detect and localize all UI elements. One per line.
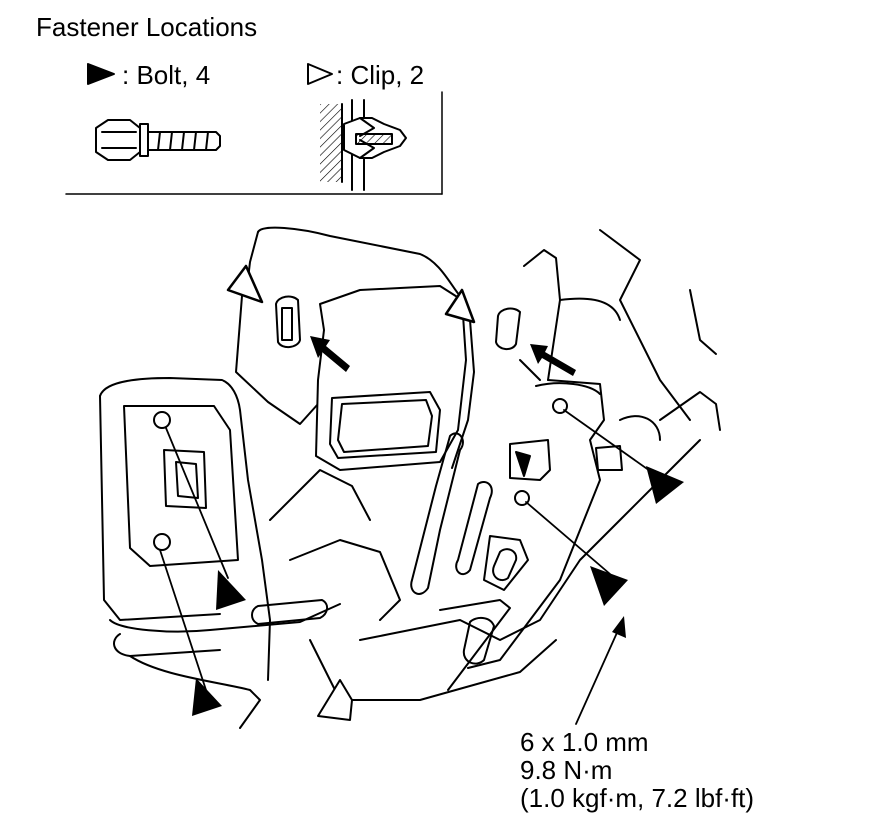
arrow-icon	[310, 336, 350, 372]
bolt-marker-icon	[590, 566, 628, 606]
clip-marker-icon	[226, 264, 264, 304]
arrow-icon	[530, 344, 576, 376]
bolt-hole	[153, 411, 171, 429]
clip-legend-label: : Clip, 2	[336, 60, 425, 90]
bolt-hole	[153, 533, 171, 551]
clip-arrows	[310, 336, 576, 376]
clip-markers	[226, 264, 476, 324]
torque-imperial-label: (1.0 kgf·m, 7.2 lbf·ft)	[520, 783, 755, 813]
torque-spec: 6 x 1.0 mm 9.8 N·m (1.0 kgf·m, 7.2 lbf·f…	[520, 728, 754, 812]
bolt-marker-icon	[192, 678, 222, 716]
bolt-marker-icon	[216, 570, 246, 610]
clip-marker-icon	[444, 288, 476, 324]
torque-nm-label: 9.8 N·m	[520, 755, 613, 785]
bolt-leader-lines	[159, 409, 661, 691]
filled-triangle-icon	[87, 63, 115, 85]
bolt-markers	[192, 466, 684, 716]
bolt-illustration	[95, 119, 221, 161]
torque-arrow	[575, 616, 626, 725]
bracket-assembly	[99, 226, 721, 729]
bolt-legend-label: : Bolt, 4	[122, 60, 211, 90]
outline-triangle-icon	[307, 63, 333, 85]
diagram-title: Fastener Locations	[36, 12, 258, 42]
bolt-size-label: 6 x 1.0 mm	[520, 727, 649, 757]
bolt-marker-icon	[646, 466, 684, 504]
clip-illustration	[320, 99, 407, 191]
